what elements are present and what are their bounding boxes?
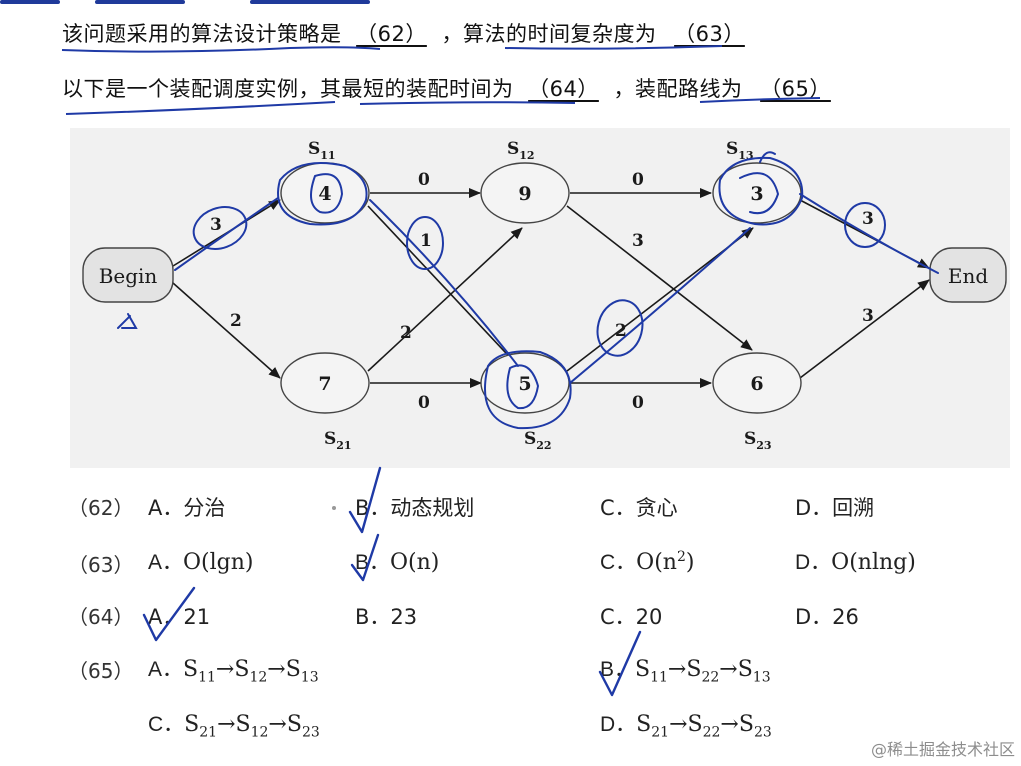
blank-62: （62）: [356, 22, 427, 46]
weight-s11-s12: 0: [418, 170, 430, 190]
label-s21: S21: [324, 429, 352, 452]
q65-number: （65）: [68, 659, 134, 683]
end-label: End: [948, 264, 988, 288]
node-s23-value: 6: [750, 373, 763, 395]
weight-s22-s13: 2: [615, 321, 627, 341]
question-line-2: 以下是一个装配调度实例，其最短的装配时间为 （64） ，装配路线为 （65）: [62, 73, 849, 103]
weight-s13-end: 3: [862, 209, 874, 229]
begin-node: [82, 247, 174, 303]
q63-option-b[interactable]: B．O(n): [355, 550, 440, 575]
weight-s11-s22: 1: [420, 231, 432, 251]
q62-option-a[interactable]: A．分治: [148, 496, 226, 520]
label-s22: S22: [524, 429, 552, 452]
q64-option-c[interactable]: C．20: [600, 605, 663, 629]
q64-option-d[interactable]: D．26: [795, 605, 859, 629]
blank-65: （65）: [760, 77, 831, 101]
top-mark-mid2: [250, 0, 370, 4]
q65-option-b[interactable]: B．S11→S22→S13: [600, 657, 771, 686]
q63-number: （63）: [68, 553, 134, 577]
node-s21: [280, 352, 370, 414]
diagram-ink: [117, 151, 939, 430]
question-1-text: 该问题采用的算法设计策略是: [62, 22, 342, 46]
weight-s21-s12: 2: [400, 323, 412, 343]
q64-option-b[interactable]: B．23: [355, 605, 418, 629]
top-mark-left: [0, 0, 60, 4]
q63-option-a[interactable]: A．O(lgn): [148, 550, 254, 575]
q63-option-d[interactable]: D．O(nlng): [795, 550, 916, 575]
weight-s21-s22: 0: [418, 393, 430, 413]
q64-number: （64）: [68, 605, 134, 629]
label-s23: S23: [744, 429, 772, 452]
question-underline-ink: [61, 45, 821, 115]
edge-s23-end: [799, 279, 930, 379]
node-s21-value: 7: [318, 373, 331, 395]
node-s23: [712, 352, 802, 414]
node-s11-value: 4: [318, 183, 331, 205]
weight-begin-s21: 2: [230, 311, 242, 331]
q63-option-c[interactable]: C．O(n2): [600, 549, 695, 575]
node-s12: [480, 162, 570, 224]
node-s13-value: 3: [750, 183, 763, 205]
q62-option-c[interactable]: C．贪心: [600, 496, 678, 520]
node-s22-value: 5: [518, 373, 531, 395]
edge-s21-s12: [367, 227, 523, 372]
question-2-text: 以下是一个装配调度实例，其最短的装配时间为: [62, 77, 514, 101]
label-s11: S11: [308, 139, 336, 162]
edges: [172, 188, 930, 388]
question-1-mid: ，算法的时间复杂度为: [441, 22, 657, 46]
weight-s12-s13: 0: [632, 170, 644, 190]
q65-option-d[interactable]: D．S21→S22→S23: [600, 712, 772, 741]
end-node: [929, 247, 1007, 303]
weight-begin-s11: 3: [210, 215, 222, 235]
q65-option-a[interactable]: A．S11→S12→S13: [148, 657, 319, 686]
question-2-mid: ，装配路线为: [613, 77, 743, 101]
edge-begin-s21: [172, 282, 281, 379]
blank-64: （64）: [528, 77, 599, 101]
q65-option-c[interactable]: C．S21→S12→S23: [148, 712, 320, 741]
node-s12-value: 9: [518, 183, 531, 205]
q62-option-d[interactable]: D．回溯: [795, 496, 875, 520]
q64-option-a[interactable]: A．21: [148, 605, 211, 629]
assembly-diagram: 3 2 0 1 2 0 0 3 2 0 3 3 Begin End 4 9 3 …: [70, 128, 1010, 468]
edge-s11-s22: [367, 205, 521, 369]
question-line-1: 该问题采用的算法设计策略是 （62） ，算法的时间复杂度为 （63）: [62, 18, 763, 48]
q62-option-b[interactable]: B．动态规划: [355, 496, 475, 520]
blank-63: （63）: [674, 22, 745, 46]
weight-s22-s23: 0: [632, 393, 644, 413]
begin-label: Begin: [99, 264, 158, 288]
edge-s12-s23: [566, 205, 753, 351]
node-s13: [712, 162, 802, 224]
weight-s23-end: 3: [862, 306, 874, 326]
weight-s12-s23: 3: [632, 231, 644, 251]
top-mark-mid: [95, 0, 185, 4]
label-s12: S12: [507, 139, 535, 162]
q62-number: （62）: [68, 496, 134, 520]
watermark: @稀土掘金技术社区: [870, 740, 1015, 759]
